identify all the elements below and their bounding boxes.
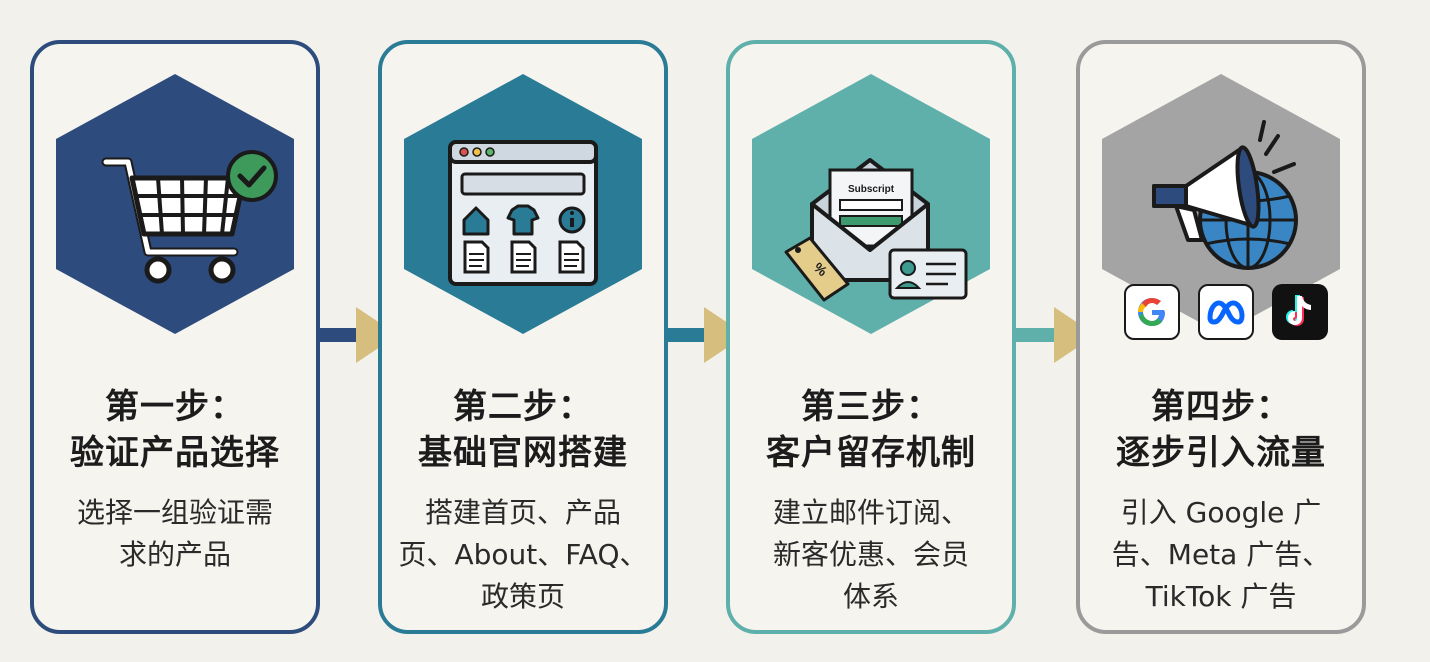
step-2-desc-line: 政策页 <box>480 580 565 613</box>
step-4-description: 引入 Google 广 告、Meta 广告、 TikTok 广告 <box>1080 492 1362 618</box>
step-4-hexagon <box>1102 74 1340 334</box>
connector-1-line <box>320 328 360 342</box>
step-3-desc-line: 建立邮件订阅、 <box>772 496 969 529</box>
step-3-hexagon: Subscript % <box>752 74 990 334</box>
step-2-desc-line: 页、About、FAQ、 <box>398 538 648 571</box>
step-2-title-line-2: 基础官网搭建 <box>418 433 628 473</box>
step-2-hexagon <box>404 74 642 334</box>
step-1-desc-line: 求的产品 <box>118 538 231 571</box>
step-1-title-line-1: 第一步： <box>105 387 245 427</box>
step-4-desc-line: TikTok 广告 <box>1145 580 1297 613</box>
step-2-title-line-1: 第二步： <box>453 387 593 427</box>
step-1-card: 第一步： 验证产品选择 选择一组验证需 求的产品 <box>30 40 320 634</box>
shopping-cart-check-icon <box>101 150 278 284</box>
step-4-desc-line: 告、Meta 广告、 <box>1111 538 1331 571</box>
step-3-desc-line: 新客优惠、会员 <box>772 538 969 571</box>
step-2-desc-line: 搭建首页、产品 <box>424 496 621 529</box>
step-3-description: 建立邮件订阅、 新客优惠、会员 体系 <box>730 492 1012 618</box>
step-3-title-line-2: 客户留存机制 <box>766 433 976 473</box>
step-2-description: 搭建首页、产品 页、About、FAQ、 政策页 <box>382 492 664 618</box>
step-3-desc-line: 体系 <box>842 580 899 613</box>
step-4-desc-line: 引入 Google 广 <box>1120 496 1322 529</box>
step-1-description: 选择一组验证需 求的产品 <box>34 492 316 576</box>
step-4-title-line-1: 第四步： <box>1151 387 1291 427</box>
megaphone-globe-icon <box>1152 120 1298 270</box>
connector-3-line <box>1016 328 1058 342</box>
website-browser-icon <box>448 140 598 286</box>
step-1-title-line-2: 验证产品选择 <box>70 433 280 473</box>
step-3-title-line-1: 第三步： <box>801 387 941 427</box>
email-subscription-icon: Subscript % <box>784 158 968 302</box>
step-3-card: Subscript % <box>726 40 1016 634</box>
step-1-desc-line: 选择一组验证需 <box>76 496 273 529</box>
step-4-title-line-2: 逐步引入流量 <box>1116 433 1326 473</box>
connector-2-line <box>668 328 708 342</box>
google-logo-icon <box>1124 284 1180 340</box>
subscribe-form-label: Subscript <box>848 184 895 195</box>
tiktok-logo-icon <box>1272 284 1328 340</box>
step-4-card: 第四步： 逐步引入流量 引入 Google 广 告、Meta 广告、 TikTo… <box>1076 40 1366 634</box>
step-2-card: 第二步： 基础官网搭建 搭建首页、产品 页、About、FAQ、 政策页 <box>378 40 668 634</box>
step-1-hexagon <box>56 74 294 334</box>
meta-logo-icon <box>1198 284 1254 340</box>
